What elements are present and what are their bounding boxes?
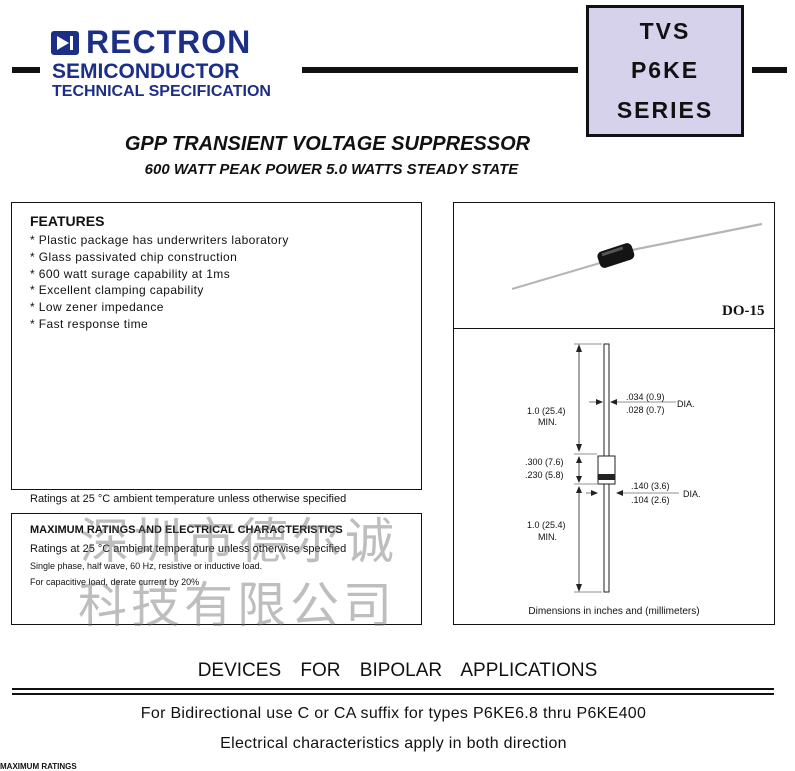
diode-photo-icon: [511, 222, 763, 291]
package-photo-box: [453, 202, 775, 329]
dimension-drawing: [574, 343, 679, 593]
rectron-logo-icon: [51, 31, 79, 55]
electrical-note: Electrical characteristics apply in both…: [220, 735, 567, 752]
dimension-caption: Dimensions in inches and (millimeters): [528, 606, 700, 617]
ratings-line-1: Ratings at 25 °C ambient temperature unl…: [30, 543, 347, 555]
feature-item: * Plastic package has underwriters labor…: [30, 233, 289, 247]
header-rule-left: [12, 67, 40, 73]
body-length-bottom: .230 (5.8): [525, 470, 564, 480]
document-title: GPP TRANSIENT VOLTAGE SUPPRESSOR: [124, 133, 531, 155]
technical-specification: TECHNICAL SPECIFICATION: [52, 83, 271, 100]
header-rule-middle: [302, 67, 578, 73]
features-box: [11, 202, 422, 490]
ratings-line-3: For capacitive load, derate current by 2…: [30, 577, 200, 587]
lead-min-top: MIN.: [538, 417, 557, 427]
bidirectional-note: For Bidirectional use C or CA suffix for…: [140, 705, 647, 722]
header-rule-right: [752, 67, 787, 73]
ratings-box: [11, 513, 422, 625]
body-dia-label: DIA.: [683, 489, 701, 499]
rule-top: [12, 688, 774, 690]
feature-item: * Excellent clamping capability: [30, 283, 204, 298]
rule-bottom: [12, 693, 774, 695]
series-box: TVS P6KE SERIES: [586, 5, 744, 137]
series-line-2: P6KE: [630, 57, 700, 84]
lead-min-bottom: MIN.: [538, 532, 557, 542]
lead-length-top: 1.0 (25.4): [527, 406, 566, 416]
brand-name: RECTRON: [86, 24, 252, 60]
feature-item: * 600 watt surage capability at 1ms: [30, 266, 231, 281]
bipolar-heading: DEVICES FOR BIPOLAR APPLICATIONS: [197, 660, 598, 681]
lead-dia-label: DIA.: [677, 399, 695, 409]
body-length-top: .300 (7.6): [525, 457, 564, 467]
document-subtitle: 600 WATT PEAK POWER 5.0 WATTS STEADY STA…: [144, 161, 519, 178]
series-line-1: TVS: [639, 18, 691, 45]
package-label: DO-15: [722, 303, 765, 319]
watermark-line-1: 深圳市德尔诚: [80, 513, 399, 570]
features-heading: FEATURES: [30, 213, 105, 229]
feature-item: * Glass passivated chip construction: [30, 249, 238, 264]
series-line-3: SERIES: [616, 96, 714, 123]
body-dia-bottom: .104 (2.6): [631, 495, 670, 505]
body-dia-top: .140 (3.6): [631, 481, 670, 491]
cut-off-text: MAXIMUM RATINGS: [0, 762, 77, 771]
watermark-line-2: 科技有限公司: [78, 577, 397, 634]
brand-subtitle: SEMICONDUCTOR: [52, 60, 240, 83]
lead-dia-bottom: .028 (0.7): [626, 405, 665, 415]
max-ratings-title: MAXIMUM RATINGS AND ELECTRICAL CHARACTER…: [30, 524, 343, 536]
lead-length-bottom: 1.0 (25.4): [527, 520, 566, 530]
ratings-note: Ratings at 25 °C ambient temperature unl…: [30, 493, 347, 505]
feature-item: * Fast response time: [30, 316, 149, 331]
ratings-line-2: Single phase, half wave, 60 Hz, resistiv…: [30, 561, 263, 571]
features-list: * Plastic package has underwriters labor…: [30, 232, 289, 333]
lead-dia-top: .034 (0.9): [626, 392, 665, 402]
feature-item: * Low zener impedance: [30, 300, 164, 315]
